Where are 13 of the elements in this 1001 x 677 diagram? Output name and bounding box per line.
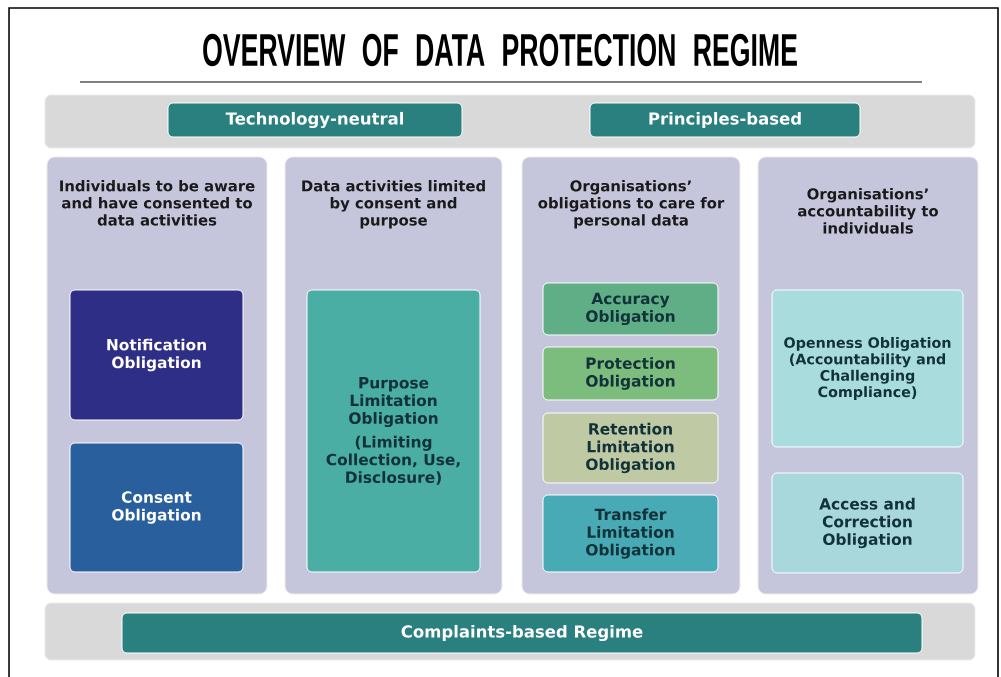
obligation-box: Protection Obligation <box>542 346 719 401</box>
tag-box: Technology-neutral <box>167 102 463 138</box>
tag-box: Complaints-based Regime <box>121 612 923 654</box>
obligation-box: Transfer Limitation Obligation <box>542 494 719 573</box>
obligation-box: Purpose Limitation Obligation (Limiting Collection, Use, Disclosure) <box>306 289 481 573</box>
obligation-box: Accuracy Obligation <box>542 282 719 336</box>
obligation-box: Openness Obligation (Accountability and Challenging Compliance) <box>771 289 964 448</box>
obligation-box: Access and Correction Obligation <box>771 472 964 574</box>
tag-box: Principles-based <box>589 102 861 138</box>
obligation-box: Consent Obligation <box>69 442 244 573</box>
obligation-box: Notification Obligation <box>69 289 244 421</box>
title: OVERVIEW OF DATA PROTECTION REGIME <box>203 33 797 67</box>
obligation-box: Retention Limitation Obligation <box>542 412 719 484</box>
